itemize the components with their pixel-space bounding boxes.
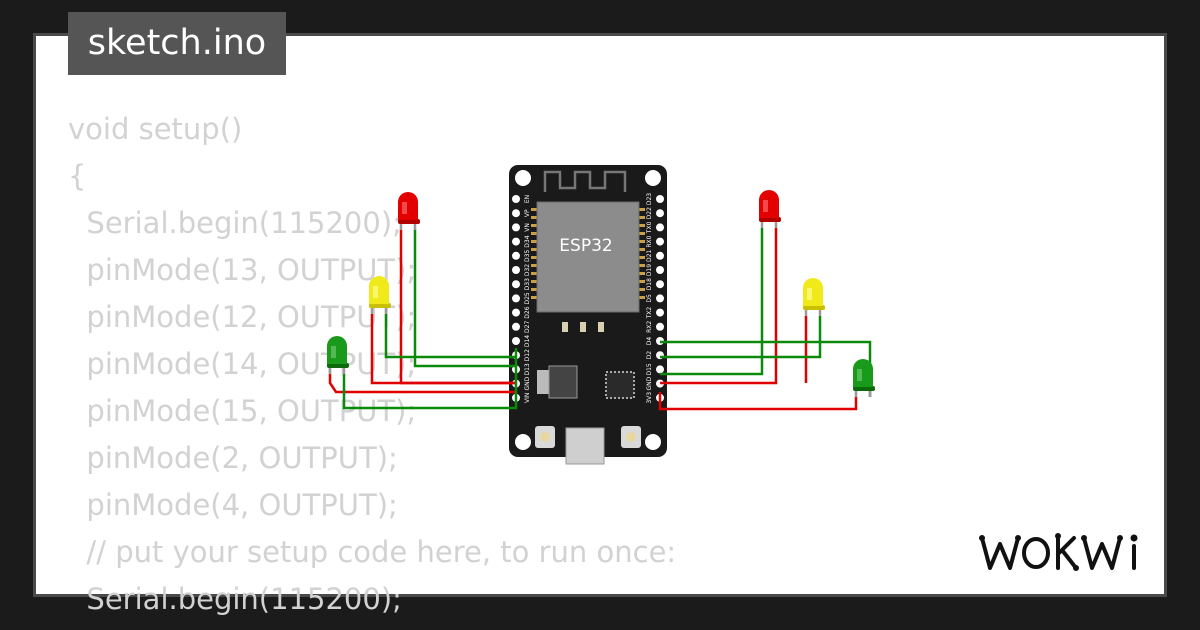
green-led-left[interactable] <box>327 336 349 374</box>
pin-left-d26[interactable] <box>512 308 520 317</box>
pin-left-d35[interactable] <box>512 251 520 260</box>
pin-label: VIN <box>524 393 531 403</box>
wire <box>660 228 764 376</box>
code-preview: void setup() { Serial.begin(115200); pinM… <box>68 106 676 623</box>
pin-left-d27[interactable] <box>512 322 520 331</box>
code-line: { <box>68 159 87 193</box>
pin-label: D4 <box>646 337 653 346</box>
pin-label: D15 <box>646 363 653 375</box>
pin-right-d22[interactable] <box>656 209 664 218</box>
pin-right-rx0[interactable] <box>656 237 664 246</box>
pin-right-tx2[interactable] <box>656 308 664 317</box>
pin-label: D21 <box>646 249 653 261</box>
code-line: // put your setup code here, to run once… <box>68 535 677 569</box>
pin-label: D13 <box>524 363 531 375</box>
pin-right-tx0[interactable] <box>656 223 664 232</box>
pin-label: D14 <box>524 335 531 347</box>
pin-right-d5[interactable] <box>656 294 664 303</box>
pin-label: D22 <box>646 207 653 219</box>
pin-label: D18 <box>646 278 653 290</box>
pin-right-rx2[interactable] <box>656 322 664 331</box>
code-line: pinMode(12, OUTPUT); <box>68 300 417 334</box>
pin-label: GND <box>524 376 531 390</box>
wires <box>328 228 872 411</box>
pin-left-en[interactable] <box>512 195 520 203</box>
pin-label: 3V3 <box>646 392 653 404</box>
chip-label: ESP32 <box>559 236 612 256</box>
pin-label: D5 <box>646 294 653 303</box>
usb-port <box>565 427 605 465</box>
esp32-board[interactable]: ESP32 ENVPVND34D35D32D33D25D26D27D14D12D… <box>509 165 667 465</box>
pin-label: D19 <box>646 264 653 276</box>
pin-right-d21[interactable] <box>656 251 664 260</box>
red-led-right[interactable] <box>759 190 781 228</box>
pin-label: RX0 <box>646 235 653 247</box>
red-led-left[interactable] <box>398 192 420 230</box>
wire <box>658 392 858 411</box>
pin-label: D32 <box>524 264 531 276</box>
pin-label: D12 <box>524 349 531 361</box>
wokwi-logo <box>979 533 1138 571</box>
pin-label: D34 <box>524 235 531 247</box>
wire <box>370 314 516 385</box>
file-tab[interactable]: sketch.ino <box>68 12 286 75</box>
pin-label: TX2 <box>646 307 653 320</box>
pin-left-d33[interactable] <box>512 280 520 289</box>
pin-label: D23 <box>646 193 653 205</box>
code-line: Serial.begin(115200); <box>68 582 402 616</box>
pin-label: D25 <box>524 292 531 304</box>
pin-right-d18[interactable] <box>656 280 664 289</box>
pin-left-vp[interactable] <box>512 209 520 218</box>
wire <box>660 340 872 397</box>
pin-label: EN <box>524 195 531 203</box>
wire <box>384 314 516 359</box>
code-line: pinMode(4, OUTPUT); <box>68 488 398 522</box>
green-led-right[interactable] <box>853 359 875 397</box>
preview-panel: void setup() { Serial.begin(115200); pinM… <box>33 33 1167 616</box>
code-line: pinMode(2, OUTPUT); <box>68 441 398 475</box>
pin-left-d25[interactable] <box>512 294 520 303</box>
pin-left-d34[interactable] <box>512 237 520 246</box>
pin-label: D26 <box>524 306 531 318</box>
pin-label: D27 <box>524 320 531 332</box>
pin-left-d32[interactable] <box>512 266 520 274</box>
wire <box>660 228 778 385</box>
pin-right-d15[interactable] <box>656 365 664 374</box>
wire <box>342 348 518 410</box>
yellow-led-left[interactable] <box>369 276 391 314</box>
pin-label: D33 <box>524 278 531 290</box>
pin-label: D2 <box>646 351 653 360</box>
code-line: void setup() <box>68 112 243 146</box>
yellow-led-right[interactable] <box>803 278 825 316</box>
wire <box>660 316 822 359</box>
pin-label: TX0 <box>646 221 653 234</box>
wire <box>328 374 516 394</box>
pin-left-d14[interactable] <box>512 337 520 345</box>
pin-left-vn[interactable] <box>512 223 520 232</box>
pin-label: RX2 <box>646 321 653 333</box>
pin-right-d19[interactable] <box>656 266 664 274</box>
code-line: pinMode(13, OUTPUT); <box>68 253 417 287</box>
code-line: pinMode(15, OUTPUT); <box>68 394 417 428</box>
boot-button[interactable] <box>621 426 641 448</box>
pin-right-d23[interactable] <box>656 195 664 203</box>
wire <box>413 230 516 368</box>
pin-label: VN <box>524 223 531 232</box>
wire <box>399 230 516 385</box>
en-button[interactable] <box>535 426 555 448</box>
pin-label: VP <box>524 209 531 217</box>
pin-label: D35 <box>524 249 531 261</box>
code-line: Serial.begin(115200); <box>68 206 402 240</box>
pin-label: GND <box>646 376 653 390</box>
code-line: pinMode(14, OUTPUT); <box>68 347 417 381</box>
